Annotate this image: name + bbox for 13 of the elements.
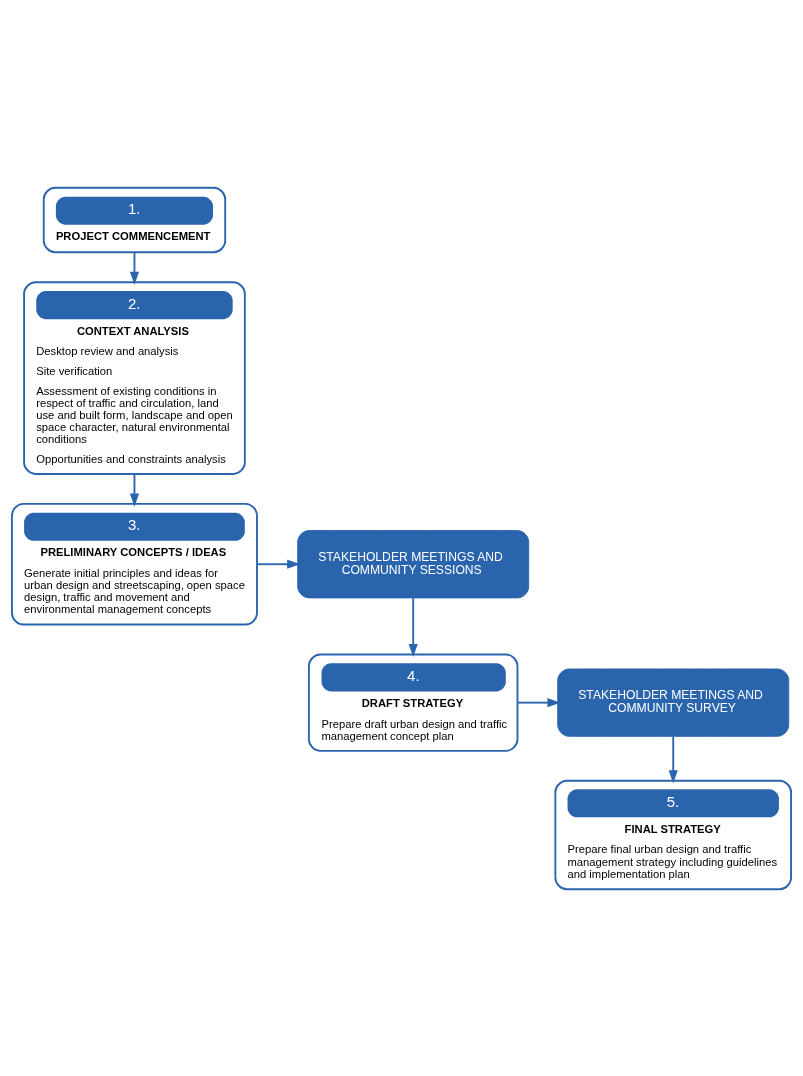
node-box: 1. PROJECT COMMENCEMENT [42, 186, 227, 253]
arrow [256, 559, 301, 569]
arrow [668, 735, 678, 783]
arrow [516, 697, 561, 707]
arrow [129, 251, 140, 285]
node-box: 3. PRELIMINARY CONCEPTS / IDEAS Generate initial principles and ideas for urban design and streetscaping, open space design, traffic and movement and environmental management concepts [11, 502, 258, 625]
node-box: 4. DRAFT STRATEGY Prepare draft urban design and traffic management concept plan [307, 653, 519, 752]
arrow [129, 472, 140, 507]
arrow [408, 596, 418, 657]
node-box: STAKEHOLDER MEETINGS AND COMMUNITY SESSIONS [297, 529, 530, 598]
node-box: STAKEHOLDER MEETINGS AND COMMUNITY SURVEY [557, 668, 790, 737]
node-box: 2. CONTEXT ANALYSIS Desktop review and analysis Site verification Assessment of existing conditions in respect of traffic and circulation, land use and built form, landscape and open space character, natural environmental conditions Opportunities and constraints analysis [23, 280, 246, 475]
node-box: 5. FINAL STRATEGY Prepare final urban design and traffic management strategy including guidelines and implementation plan [554, 779, 792, 890]
